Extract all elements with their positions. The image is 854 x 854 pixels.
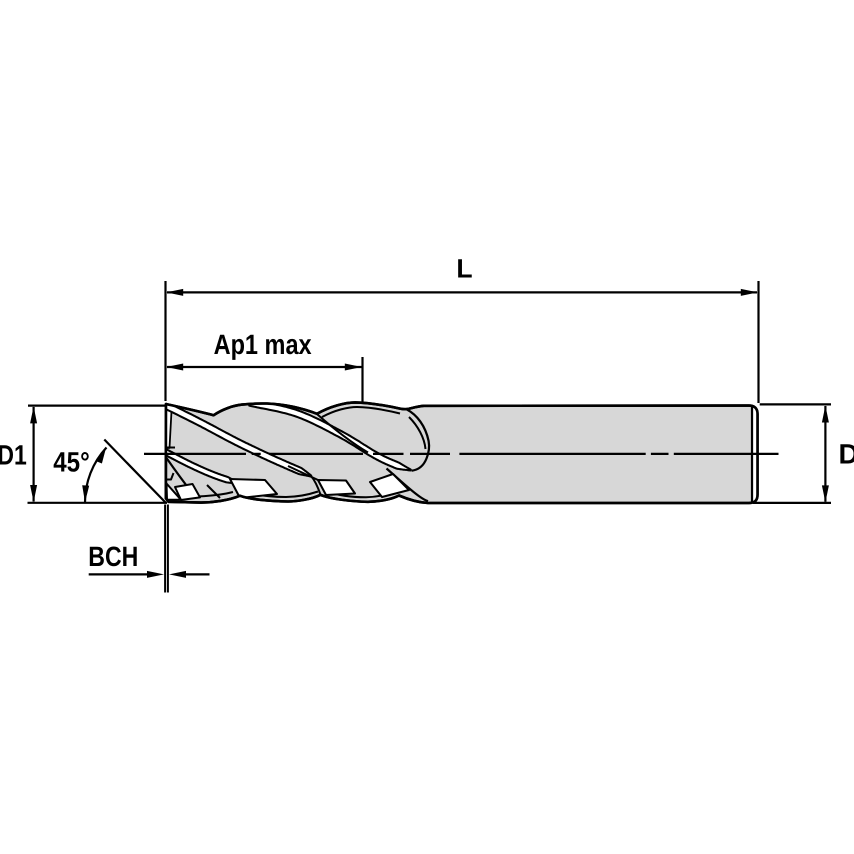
svg-text:BCH: BCH: [88, 541, 138, 572]
svg-text:D1: D1: [0, 439, 27, 470]
svg-text:L: L: [456, 254, 472, 284]
svg-text:45°: 45°: [53, 447, 90, 478]
svg-text:Ap1 max: Ap1 max: [214, 329, 312, 360]
svg-text:D: D: [839, 438, 854, 469]
